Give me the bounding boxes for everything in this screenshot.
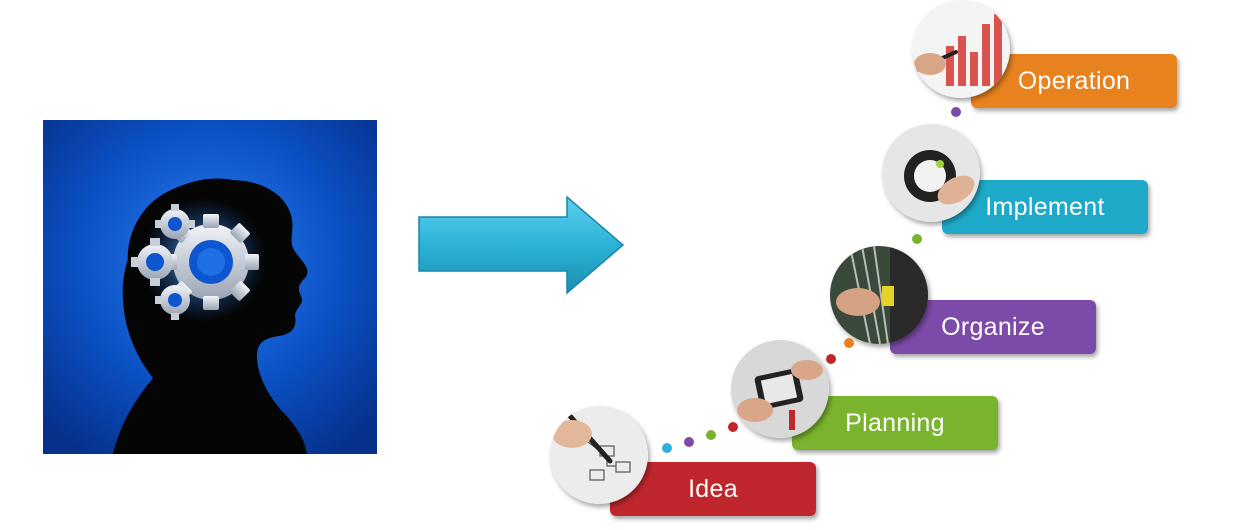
- right-arrow-icon: [418, 195, 625, 295]
- step-label: Idea: [688, 474, 738, 503]
- step-implement: Implement: [942, 180, 1148, 234]
- connector-dot: [912, 234, 922, 244]
- bar-chart-photo-icon: [912, 0, 1010, 98]
- power-button-photo-icon: [882, 124, 980, 222]
- tablet-photo-icon: [731, 340, 829, 438]
- connector-dot: [844, 338, 854, 348]
- step-label: Operation: [1017, 66, 1131, 95]
- step-label: Implement: [985, 192, 1105, 221]
- step-organize: Organize: [890, 300, 1096, 354]
- step-planning: Planning: [792, 396, 998, 450]
- connector-dot: [662, 443, 672, 453]
- wiring-photo-icon: [830, 246, 928, 344]
- step-label: Organize: [941, 312, 1045, 341]
- connector-dot: [706, 430, 716, 440]
- connector-dot: [826, 354, 836, 364]
- connector-dot: [728, 422, 738, 432]
- connector-dot: [684, 437, 694, 447]
- step-label: Planning: [845, 408, 945, 437]
- head-with-gears-icon: [43, 120, 377, 454]
- connector-dot: [951, 107, 961, 117]
- sketch-photo-icon: [550, 406, 648, 504]
